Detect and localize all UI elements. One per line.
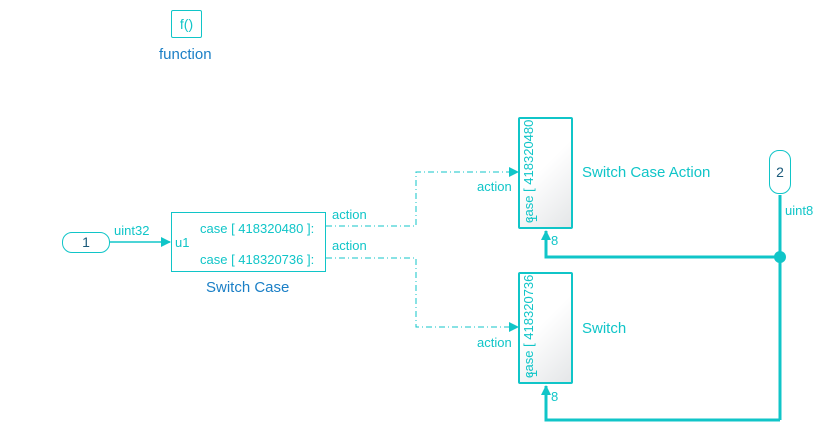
function-label: function [159,46,212,63]
signal-line-inport2-to-subsys2 [541,385,780,422]
action-subsystem-2-label: Switch [582,320,627,337]
switch-case-block[interactable]: u1 case [ 418320480 ]: case [ 418320736 … [171,212,326,272]
action-subsystem-1-bottom-port: 8 [551,233,559,248]
inport-2-number: 2 [776,164,784,180]
action-subsystem-2-action-label: action [477,335,512,350]
action-subsystem-2-case-text: case [ 418320736 [521,274,536,378]
switch-case-condition-2: case [ 418320736 ]: [200,252,315,267]
action-line-2 [326,257,519,332]
action-subsystem-1-action-label: action [477,179,512,194]
action-subsystem-2[interactable]: case [ 418320736 1 [518,272,573,384]
action-subsystem-2-bottom-port: 8 [551,389,559,404]
switch-case-input-port: u1 [175,235,190,250]
signal-line-inport2-to-subsys1 [541,230,780,259]
inport-1-number: 1 [82,234,90,250]
action-subsystem-2-port-number: 1 [525,369,541,378]
inport-2-signal-type: uint8 [785,203,813,218]
switch-case-output-2-label: action [332,238,367,253]
function-symbol: f() [179,16,194,32]
action-subsystem-1-case-text: case [ 418320480 [521,119,536,223]
branch-point [774,251,786,263]
action-subsystem-1-label: Switch Case Action [582,164,711,181]
inport-1-signal-type: uint32 [114,223,150,238]
inport-2[interactable]: 2 [769,150,791,194]
action-subsystem-1-port-number: 1 [525,214,541,223]
action-line-1 [326,167,519,227]
switch-case-condition-1: case [ 418320480 ]: [200,221,315,236]
function-block[interactable]: f() [171,10,202,38]
action-subsystem-1[interactable]: case [ 418320480 1 [518,117,573,229]
inport-1[interactable]: 1 [62,232,110,253]
switch-case-label: Switch Case [206,279,290,296]
switch-case-output-1-label: action [332,207,367,222]
